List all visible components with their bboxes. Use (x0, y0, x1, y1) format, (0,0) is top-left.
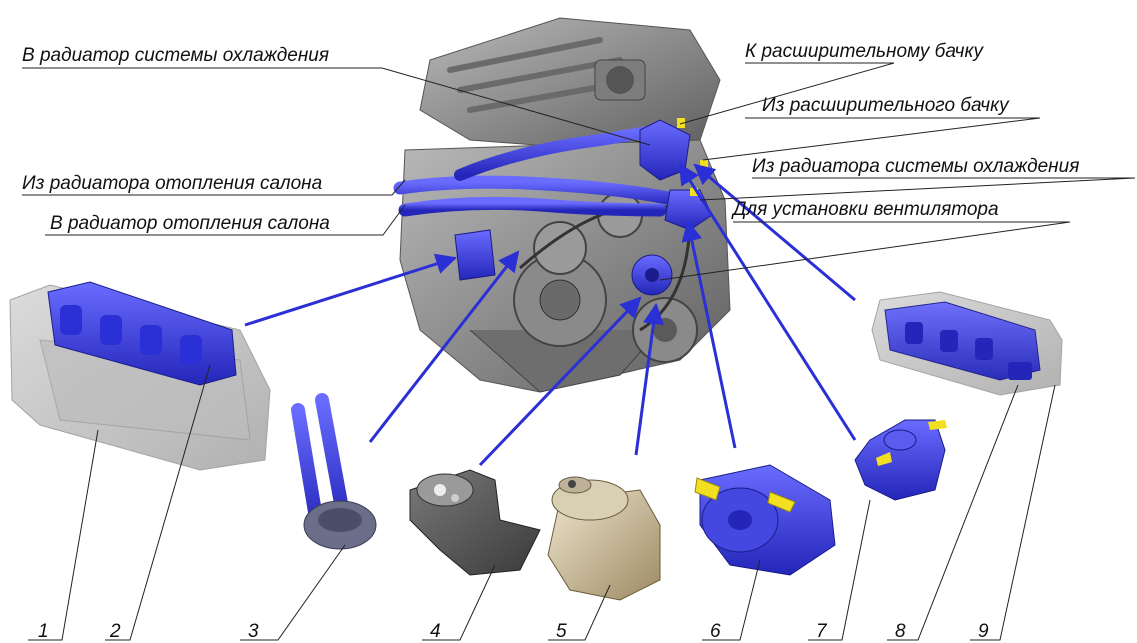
callout-to-heater: В радиатор отопления салона (50, 214, 330, 233)
thermostat-housing-icon (855, 420, 947, 500)
part-number-4: 4 (430, 622, 441, 641)
callout-from-heater: Из радиатора отопления салона (22, 174, 322, 193)
part-number-3: 3 (248, 622, 259, 641)
callout-from-expansion-tank: Из расширительного бачку (762, 96, 1009, 115)
oil-cooler-icon (298, 400, 376, 549)
part-number-7: 7 (816, 622, 827, 641)
part-number-6: 6 (710, 622, 721, 641)
callout-to-radiator: В радиатор системы охлаждения (22, 46, 329, 65)
water-pump-icon (695, 465, 835, 575)
part-number-9: 9 (978, 622, 989, 641)
part-number-5: 5 (556, 622, 567, 641)
part-number-8: 8 (895, 622, 906, 641)
idler-pulley-icon (548, 477, 660, 600)
callout-from-radiator: Из радиатора системы охлаждения (752, 157, 1079, 176)
fan-bracket-icon (410, 470, 540, 575)
engine-assembly (400, 18, 730, 392)
part-number-2: 2 (110, 622, 121, 641)
part-number-1: 1 (38, 622, 49, 641)
callout-fan-mount: Для установки вентилятора (733, 200, 999, 219)
callout-to-expansion-tank: К расширительному бачку (745, 42, 983, 61)
